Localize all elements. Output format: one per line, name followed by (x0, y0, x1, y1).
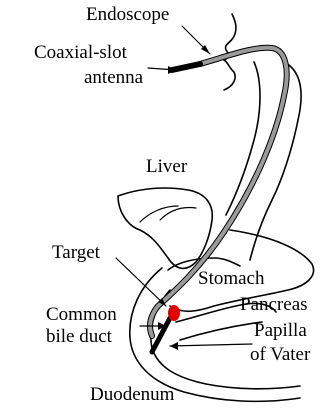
endoscope-tube (150, 48, 287, 336)
label-target: Target (52, 242, 101, 263)
liver-shape (118, 188, 212, 268)
esophagus-outline-outer (250, 62, 301, 260)
label-papilla-line2: of Vater (250, 344, 311, 365)
liver-inner-fold (140, 206, 196, 222)
label-endoscope: Endoscope (86, 4, 169, 25)
label-liver: Liver (146, 156, 188, 177)
label-bile-duct-line2: bile duct (46, 326, 113, 347)
label-duodenum: Duodenum (90, 384, 175, 405)
coaxial-slot-antenna (172, 64, 200, 70)
label-antenna-line1: Coaxial-slot (34, 42, 128, 63)
target-marker (168, 305, 180, 321)
label-pancreas: Pancreas (240, 294, 308, 315)
label-bile-duct-line1: Common (46, 304, 117, 325)
pancreas-lower (180, 322, 262, 340)
label-papilla-line1: Papilla (254, 320, 307, 341)
label-antenna-line2: antenna (84, 67, 144, 88)
label-stomach: Stomach (198, 268, 265, 289)
